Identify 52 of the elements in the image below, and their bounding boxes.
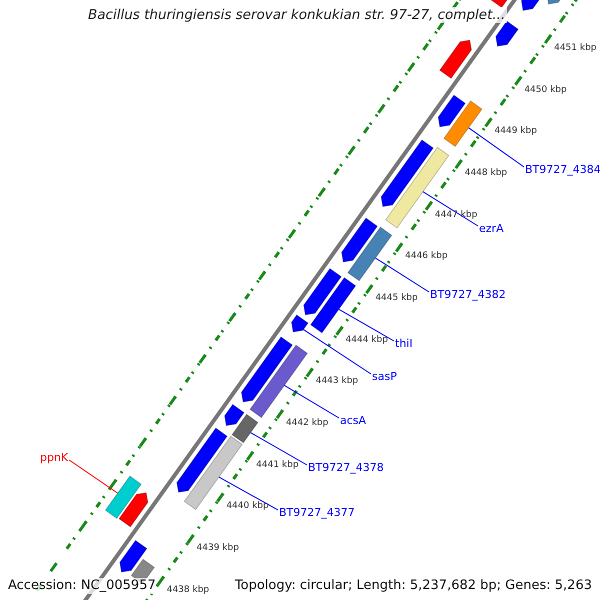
scale-label: 4448 kbp: [464, 168, 508, 180]
leader-line: [468, 127, 524, 168]
gene-feature: [224, 404, 245, 426]
leader-line: [338, 308, 394, 342]
gene-feature: [231, 414, 258, 444]
scale-label: 4446 kbp: [405, 251, 448, 262]
gene-name: BT9727_4377: [279, 506, 355, 520]
gene-feature: [303, 268, 342, 316]
gene-feature: [439, 40, 472, 79]
leader-line: [375, 258, 430, 292]
gene-feature: [310, 277, 356, 334]
scale-label: 4444 kbp: [346, 334, 388, 346]
gene-name: BT9727_4382: [430, 288, 506, 302]
gene-feature: [249, 344, 308, 418]
accession-text: Accession: NC_005957: [8, 578, 156, 594]
scale-label: 4447 kbp: [434, 210, 478, 221]
gene-name: thiI: [395, 337, 413, 351]
scale-label: 4450 kbp: [524, 84, 567, 96]
scale-label: 4441 kbp: [256, 460, 299, 471]
gene-feature: [495, 20, 519, 47]
map-title: Bacillus thuringiensis serovar konkukian str. 97-27, complet...: [86, 7, 508, 23]
scale-label: 4451 kbp: [554, 42, 597, 54]
leader-line: [422, 191, 478, 226]
gene-feature: [104, 475, 142, 519]
gene-feature: [380, 139, 434, 208]
leader-line: [250, 432, 308, 466]
gene-feature: [119, 540, 148, 573]
scale-label: 4443 kbp: [316, 376, 358, 388]
leader-line: [284, 384, 340, 418]
gene-name: ppnK: [40, 451, 68, 465]
gene-feature: [438, 94, 466, 128]
gene-name: acsA: [340, 414, 366, 428]
gene-feature: [443, 100, 483, 148]
leader-line: [68, 460, 118, 494]
scale-label: 4445 kbp: [375, 293, 418, 304]
gene-name: BT9727_4378: [308, 461, 384, 475]
leader-line: [302, 329, 372, 374]
scale-label: 4438 kbp: [166, 584, 210, 596]
scale-label: 4439 kbp: [196, 543, 239, 554]
gene-name: sasP: [372, 370, 397, 384]
gene-feature: [176, 427, 228, 493]
gene-feature: [118, 492, 148, 528]
scale-label: 4449 kbp: [494, 126, 537, 138]
leader-line: [218, 476, 278, 510]
gene-name: ezrA: [479, 222, 504, 236]
gene-feature: [240, 336, 293, 402]
summary-text: Topology: circular; Length: 5,237,682 bp; Genes: 5,263: [234, 578, 592, 594]
scale-label: 4440 kbp: [226, 501, 269, 512]
gene-name: BT9727_4384: [525, 163, 600, 177]
gene-feature: [341, 217, 378, 262]
gene-feature: [347, 226, 392, 282]
scale-label: 4442 kbp: [286, 418, 328, 430]
